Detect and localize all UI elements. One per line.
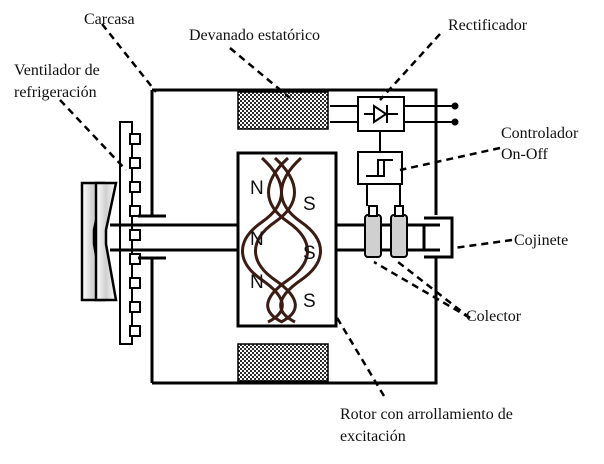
output-terminal-2 [451, 118, 459, 126]
leader-controlador [399, 146, 501, 172]
slip-rings [364, 205, 408, 258]
rotor-poles: N N N S S S S [250, 178, 316, 312]
pole-n-3: N [250, 272, 264, 293]
pole-n-2: N [250, 229, 264, 250]
label-controlador-2: On-Off [501, 146, 548, 163]
stator-winding-top [237, 91, 329, 130]
pulley [80, 181, 118, 302]
bearing [422, 216, 454, 259]
housing [150, 88, 438, 385]
label-carcasa: Carcasa [84, 11, 135, 28]
label-cojinete: Cojinete [514, 232, 568, 249]
cooling-fan [119, 121, 141, 345]
output-terminal-1 [451, 102, 459, 110]
rectifier-wires [330, 105, 454, 123]
label-colector: Colector [466, 308, 522, 325]
leader-rotor [334, 315, 386, 397]
label-ventilador-1: Ventilador de [14, 62, 100, 79]
rotor-winding [241, 156, 322, 324]
stator-winding-bottom [237, 343, 329, 382]
leader-rectificador [379, 33, 441, 101]
label-rectificador: Rectificador [448, 17, 528, 34]
label-controlador-1: Controlador [501, 125, 579, 142]
label-rotor-2: excitación [340, 428, 406, 445]
rotor-box [236, 151, 338, 328]
label-ventilador-2: refrigeración [14, 84, 97, 101]
leader-colector [397, 261, 471, 319]
leader-colector-2 [373, 260, 471, 320]
leader-cojinete [453, 238, 513, 250]
on-off-controller [357, 151, 403, 185]
rectifier [357, 96, 405, 132]
leader-carcasa [101, 23, 157, 93]
pole-s-2: S [303, 243, 316, 264]
leader-devanado [229, 47, 291, 99]
pole-s-1: S [303, 194, 316, 215]
pole-n-1: N [250, 178, 264, 199]
leader-ventilador [59, 99, 127, 171]
controller-wires [366, 131, 401, 206]
label-devanado: Devanado estatórico [189, 27, 320, 44]
leader-lines [59, 23, 513, 397]
labels: Carcasa Devanado estatórico Rectificador… [14, 11, 579, 445]
label-rotor-1: Rotor con arrollamiento de [340, 406, 513, 423]
pole-s-3: S [303, 291, 316, 312]
